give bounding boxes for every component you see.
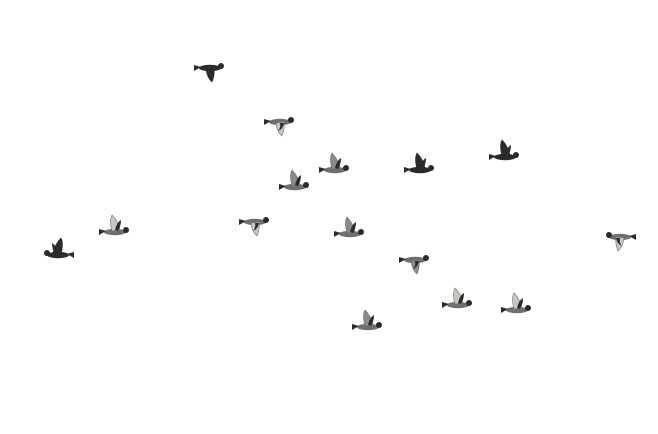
pigeon-body	[199, 64, 221, 72]
pigeon-head	[525, 305, 531, 311]
pigeon-body	[447, 301, 469, 309]
pigeon-tail	[319, 167, 326, 173]
pigeon-body	[357, 323, 379, 331]
pigeon-far-wing	[52, 243, 58, 254]
pigeon-tail	[279, 184, 286, 190]
pigeon-tail	[442, 302, 449, 308]
pigeon-tail	[67, 252, 74, 258]
pigeon-body	[506, 306, 528, 314]
pigeon	[279, 169, 309, 191]
pigeon-far-wing	[335, 158, 341, 169]
pigeon-head	[44, 250, 50, 256]
pigeon-far-wing	[253, 223, 259, 231]
pigeon-far-wing	[208, 69, 214, 77]
pigeon	[404, 152, 434, 174]
pigeon-body	[409, 166, 431, 174]
pigeon	[319, 152, 349, 174]
pigeon-body	[284, 183, 306, 191]
pigeon-body	[339, 230, 361, 238]
pigeon	[606, 232, 636, 252]
pigeon-far-wing	[517, 298, 523, 309]
pigeon-body	[104, 228, 126, 236]
pigeon-tail	[352, 324, 359, 330]
pigeon	[99, 214, 129, 236]
pigeon-tail	[334, 231, 341, 237]
pigeon-head	[428, 165, 434, 171]
pigeon	[399, 255, 429, 275]
pigeon-head	[123, 227, 129, 233]
pigeon-tail	[264, 119, 271, 125]
pigeon-head	[303, 182, 309, 188]
pigeon-head	[358, 229, 364, 235]
pigeon	[264, 117, 294, 137]
pigeon	[239, 217, 269, 237]
pigeon-tail	[501, 307, 508, 313]
pigeon-far-wing	[413, 261, 419, 269]
pigeon	[489, 139, 519, 161]
pigeon-body	[494, 153, 516, 161]
pigeon-head	[606, 232, 612, 238]
pigeon-far-wing	[368, 315, 374, 326]
pigeon-head	[343, 165, 349, 171]
pigeon	[442, 287, 472, 309]
pigeon-far-wing	[115, 220, 121, 231]
pigeon-tail	[99, 229, 106, 235]
pigeon-body	[609, 233, 631, 241]
pigeon-far-wing	[420, 158, 426, 169]
pigeon-head	[423, 255, 429, 261]
pigeon-far-wing	[505, 145, 511, 156]
pigeon-body	[47, 251, 69, 259]
pigeon-body	[244, 218, 266, 226]
pigeon-tail	[239, 219, 246, 225]
pigeon-head	[218, 63, 224, 69]
pigeon-tail	[194, 65, 201, 71]
pigeon-body	[269, 118, 291, 126]
pigeon	[352, 309, 382, 331]
pigeon-far-wing	[295, 175, 301, 186]
pigeon-head	[263, 217, 269, 223]
pigeon-tail	[404, 167, 411, 173]
pigeon-head	[376, 322, 382, 328]
pigeon	[194, 63, 224, 83]
pigeon-far-wing	[350, 222, 356, 233]
pigeon-tail	[489, 154, 496, 160]
pigeon	[44, 237, 74, 259]
pigeon-body	[404, 256, 426, 264]
pigeon-far-wing	[458, 293, 464, 304]
pigeon	[501, 292, 531, 314]
pigeon-far-wing	[278, 123, 284, 131]
pigeon-tail	[629, 234, 636, 240]
pigeon	[334, 216, 364, 238]
pigeon-head	[513, 152, 519, 158]
pigeon-head	[466, 300, 472, 306]
pigeon-far-wing	[616, 238, 622, 246]
pigeon-tail	[399, 257, 406, 263]
pigeon-body	[324, 166, 346, 174]
pigeon-head	[288, 117, 294, 123]
